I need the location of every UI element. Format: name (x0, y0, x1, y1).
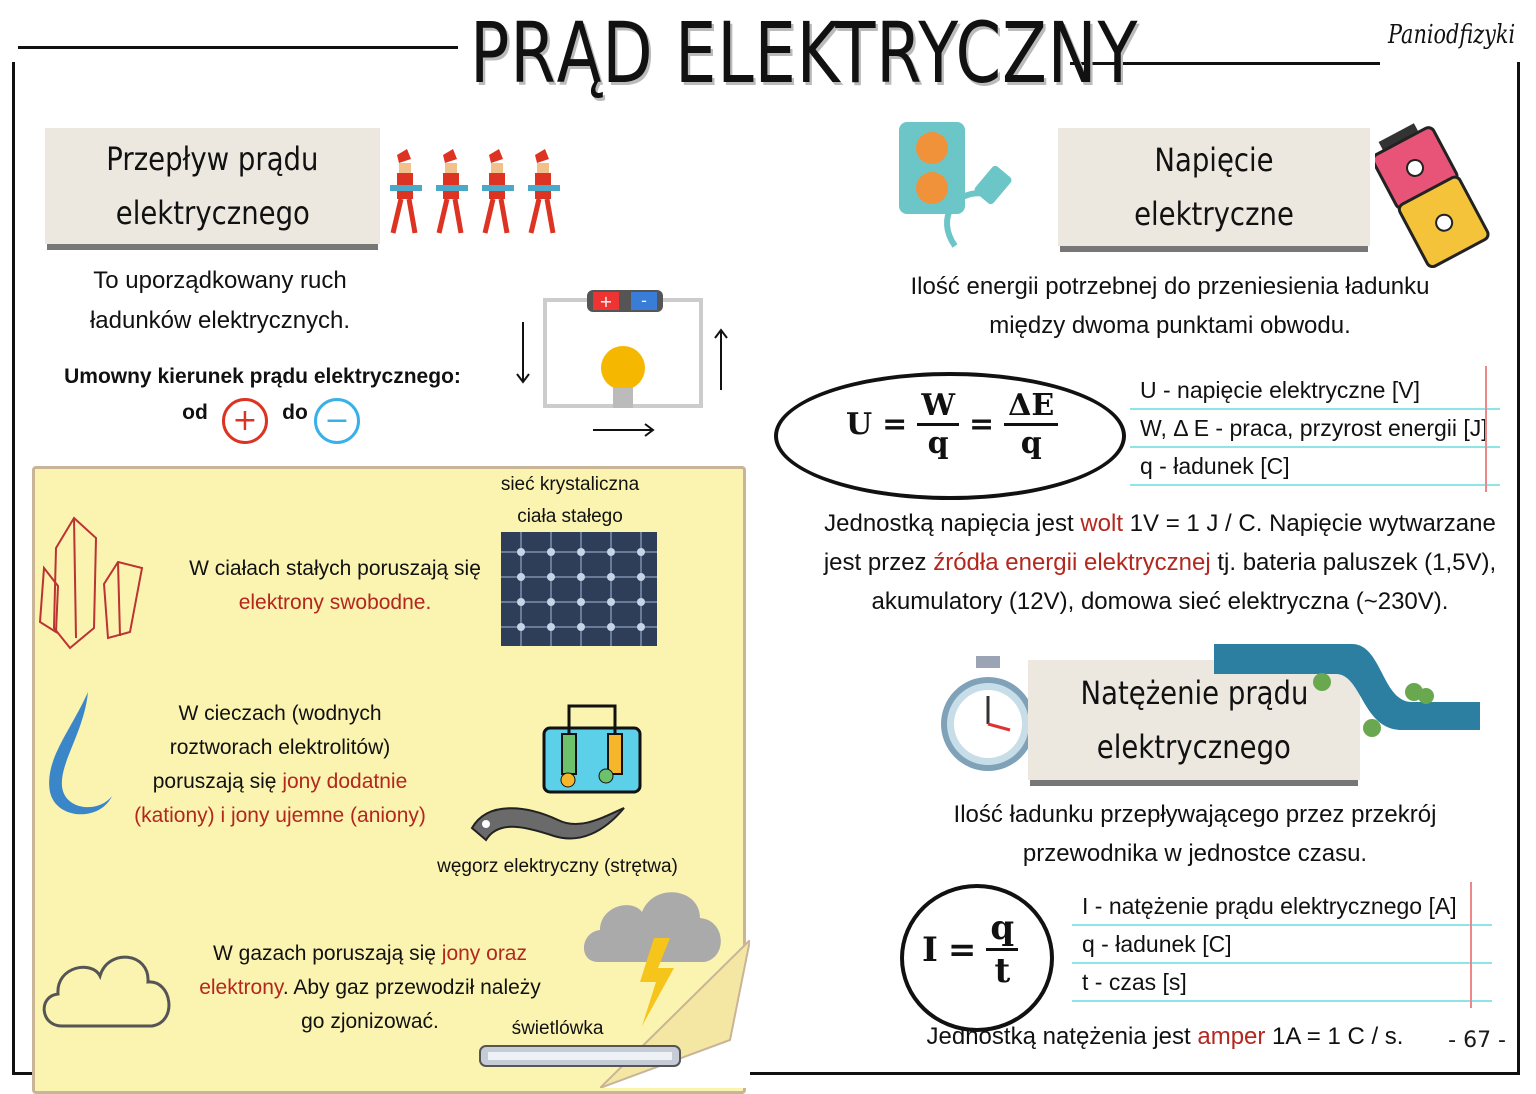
crystal-caption-line1: sieć krystaliczna (500, 474, 640, 495)
current-unit-line: Jednostką natężenia jest amper 1A = 1 C … (926, 1023, 1404, 1050)
legend-row: t - czas [s] (1072, 964, 1492, 1002)
battery-cell-icon (1375, 123, 1490, 268)
battery-icon: + - (587, 290, 663, 312)
page-number: - 67 - (1448, 1028, 1506, 1053)
legend-row: W, Δ E - praca, przyrost energii [J] (1130, 410, 1500, 448)
current-formula-circle (900, 884, 1054, 1032)
legend-row: I - natężenie prądu elektrycznego [A] (1072, 888, 1492, 926)
voltage-unit-line3: akumulatory (12V), domowa sieć elektrycz… (871, 588, 1449, 615)
lightbulb-icon (601, 346, 645, 408)
soldier-icon (436, 149, 468, 234)
crystal-icon (38, 516, 144, 650)
current-def-line2: przewodnika w jednostce czasu. (1022, 840, 1368, 867)
legend-row: q - ładunek [C] (1130, 448, 1500, 486)
storm-cloud-icon (583, 892, 721, 1026)
current-heading-line1: Natężenie prądu (1080, 674, 1308, 712)
brand-label: Paniodfizyki (1388, 20, 1516, 50)
current-def-line1: Ilość ładunku przepływającego przez prze… (953, 801, 1437, 828)
eel-caption: węgorz elektryczny (strętwa) (437, 856, 678, 877)
crystal-lattice-image (501, 532, 657, 646)
socket-plug-icon (899, 122, 1012, 248)
current-heading: Natężenie prądu elektrycznego (1028, 660, 1360, 780)
flow-from-label: od (182, 401, 208, 424)
flow-direction-label: Umowny kierunek prądu elektrycznego: (64, 365, 461, 388)
voltage-heading-text: Napięcie elektryczne (1134, 141, 1294, 233)
plus-circle-icon: + (222, 398, 268, 444)
lamp-caption: świetlówka (511, 1018, 604, 1039)
water-drop-icon (49, 692, 112, 815)
soldier-icon (528, 149, 560, 234)
cloud-icon (42, 955, 171, 1028)
gases-line1: W gazach poruszają się jony oraz (213, 942, 527, 965)
liquids-line1: W cieczach (wodnych (178, 702, 382, 725)
gases-line3: go zjonizować. (301, 1010, 439, 1033)
flow-heading: Przepływ prądu elektrycznego (45, 128, 380, 244)
flow-def-line2: ładunków elektrycznych. (89, 307, 351, 334)
flow-heading-line1: Przepływ prądu (106, 140, 319, 178)
solids-line2: elektrony swobodne. (238, 591, 432, 614)
current-heading-line2: elektrycznego (1096, 728, 1292, 766)
flow-heading-line2: elektrycznego (115, 194, 310, 232)
gases-line2: elektrony. Aby gaz przewodził należy (199, 976, 541, 999)
frame-bottom (12, 1072, 1520, 1075)
circuit-diagram: + - (516, 290, 728, 437)
page-title: PRĄD ELEKTRYCZNY (470, 4, 1139, 102)
flow-def-line1: To uporządkowany ruch (93, 267, 347, 294)
soldier-icon (482, 149, 514, 234)
frame-left (12, 62, 15, 1072)
voltage-legend: U - napięcie elektryczne [V] W, Δ E - pr… (1130, 366, 1500, 492)
voltage-def-line2: między dwoma punktami obwodu. (989, 312, 1351, 339)
frame-right (1517, 62, 1520, 1072)
solids-line1: W ciałach stałych poruszają się (189, 557, 481, 580)
liquids-line2: roztworach elektrolitów) (169, 736, 391, 759)
legend-row: q - ładunek [C] (1072, 926, 1492, 964)
electric-eel-icon (470, 807, 625, 842)
current-legend: I - natężenie prądu elektrycznego [A] q … (1072, 882, 1492, 1008)
voltage-formula-oval (774, 372, 1126, 500)
svg-text:-: - (641, 291, 647, 310)
voltage-heading: Napięcie elektryczne (1058, 128, 1370, 246)
liquids-line4: (kationy) i jony ujemne (aniony) (134, 804, 426, 827)
stopwatch-icon (941, 656, 1035, 771)
frame-top-left (18, 46, 458, 49)
voltage-def-line1: Ilość energii potrzebnej do przeniesieni… (910, 273, 1430, 300)
electrolysis-icon (542, 704, 642, 794)
soldier-icon (390, 149, 422, 234)
fluorescent-lamp-icon (479, 1045, 681, 1067)
voltage-unit-line1: Jednostką napięcia jest wolt 1V = 1 J / … (824, 510, 1496, 537)
frame-top-right (1070, 62, 1380, 65)
svg-text:+: + (599, 292, 612, 311)
marching-charges-illustration (390, 149, 560, 234)
voltage-unit-line2: jest przez źródła energii elektrycznej t… (823, 549, 1497, 576)
flow-to-label: do (282, 401, 308, 424)
minus-circle-icon: − (314, 398, 360, 444)
liquids-line3: poruszają się jony dodatnie (152, 770, 408, 793)
crystal-caption-line2: ciała stałego (517, 506, 623, 527)
river-icon (1214, 644, 1480, 737)
legend-row: U - napięcie elektryczne [V] (1130, 372, 1500, 410)
